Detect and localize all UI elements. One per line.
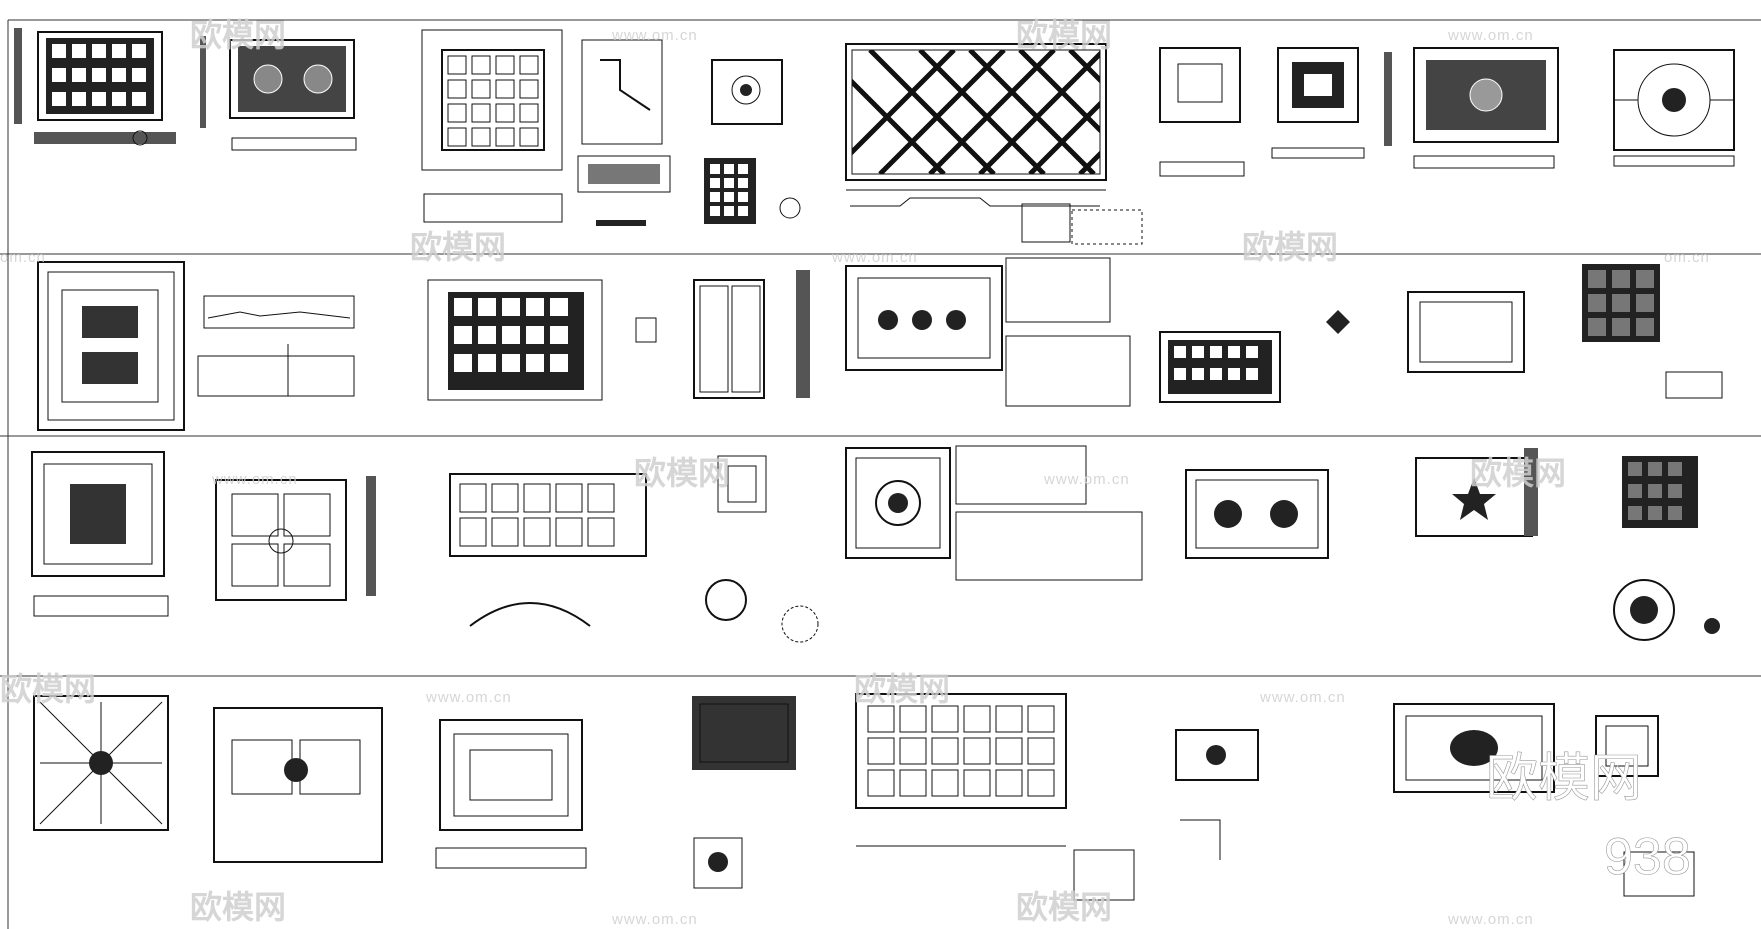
four-panel-ceiling-plan [215,476,376,601]
double-circle-ceiling-plan [1185,469,1329,559]
panel-grid-ceiling-plan [449,473,647,627]
watermark-url: www.om.cn www.om.cn om.cn www.om.cn om.c… [0,27,1710,928]
rect-ceiling-plan-2 [1159,47,1245,177]
square-grid-ceiling-plan [421,29,563,223]
elevation-section-1 [197,295,355,397]
grid-ceiling-plan-4 [1613,456,1720,641]
wood-grain-ceiling-plan [213,707,383,863]
svg-text:www.om.cn: www.om.cn [1043,471,1130,488]
plain-frame-ceiling-plan [1407,291,1525,373]
circles-ceiling-plan [845,257,1131,407]
svg-text:欧模网: 欧模网 [1470,454,1566,492]
coffer-grid-ceiling-plan-2 [427,279,657,401]
svg-text:www.om.cn: www.om.cn [611,27,698,44]
svg-text:欧模网: 欧模网 [410,228,506,266]
diagonal-lattice-ceiling-plan [845,43,1143,245]
svg-text:om.cn: om.cn [1664,249,1710,266]
svg-text:www.om.cn: www.om.cn [831,249,918,266]
svg-text:欧模网: 欧模网 [190,16,286,54]
coffer-grid-ceiling-plan [14,28,176,146]
svg-text:欧模网: 欧模网 [634,454,730,492]
row-2 [37,257,1723,431]
medallion-square-detail [704,59,801,224]
door-elevation [693,270,810,399]
square-coffer-ceiling-plan [37,261,185,431]
small-medallion-ceiling-plan [1175,729,1259,860]
ornate-grid-ceiling-plan-5 [692,696,796,889]
row-1 [14,28,1735,245]
svg-text:欧模网: 欧模网 [1016,16,1112,54]
section-detail-1 [577,39,671,226]
radial-square-ceiling-plan [33,695,169,831]
row-3 [31,445,1720,643]
small-square-details [705,455,819,643]
star-medallion-ceiling-plan [1415,448,1538,537]
watermark-layer: 欧模网 欧模网 欧模网 欧模网 欧模网 欧模网 欧模网 欧模网 欧模网 欧模网 … [0,16,1710,928]
round-medallion-ceiling-plan-1 [1613,49,1735,167]
svg-text:www.om.cn: www.om.cn [425,689,512,706]
svg-text:欧模网: 欧模网 [190,888,286,926]
nine-square-ceiling-plan [1582,264,1723,399]
svg-text:欧模网: 欧模网 [1242,228,1338,266]
rect-ceiling-plan-3 [1271,47,1365,159]
oval-medallion-ceiling-plan [1393,703,1555,793]
watermark-brand-logo: 欧模网 欧模网 欧模网 欧模网 欧模网 欧模网 欧模网 欧模网 欧模网 欧模网 [0,16,1566,926]
row-dividers [0,19,1761,929]
svg-text:欧模网: 欧模网 [854,670,950,708]
svg-text:938: 938 [1604,828,1691,886]
row-4 [33,693,1695,901]
svg-text:www.om.cn: www.om.cn [1259,689,1346,706]
svg-text:www.om.cn: www.om.cn [211,471,298,488]
coffer-grid-ceiling-plan-3 [1159,310,1350,403]
svg-text:欧模网: 欧模网 [1486,750,1642,808]
grid-ceiling-plan-6 [1595,715,1695,897]
svg-text:欧模网: 欧模网 [0,670,96,708]
nested-rect-ceiling-plan [435,719,587,869]
ornate-ceiling-plan-4 [1384,47,1559,169]
svg-text:欧模网: 欧模网 [1016,888,1112,926]
large-panel-grid-ceiling-plan [855,693,1135,901]
round-medallion-ceiling-plan-2 [845,445,1143,581]
ornate-square-ceiling-plan [31,451,169,617]
svg-text:om.cn: om.cn [0,249,46,266]
svg-text:www.om.cn: www.om.cn [611,911,698,928]
svg-text:www.om.cn: www.om.cn [1447,27,1534,44]
svg-text:www.om.cn: www.om.cn [1447,911,1534,928]
ornate-ceiling-plan-1 [200,36,357,151]
overlay-id-label: 欧模网 938 [1486,750,1691,887]
